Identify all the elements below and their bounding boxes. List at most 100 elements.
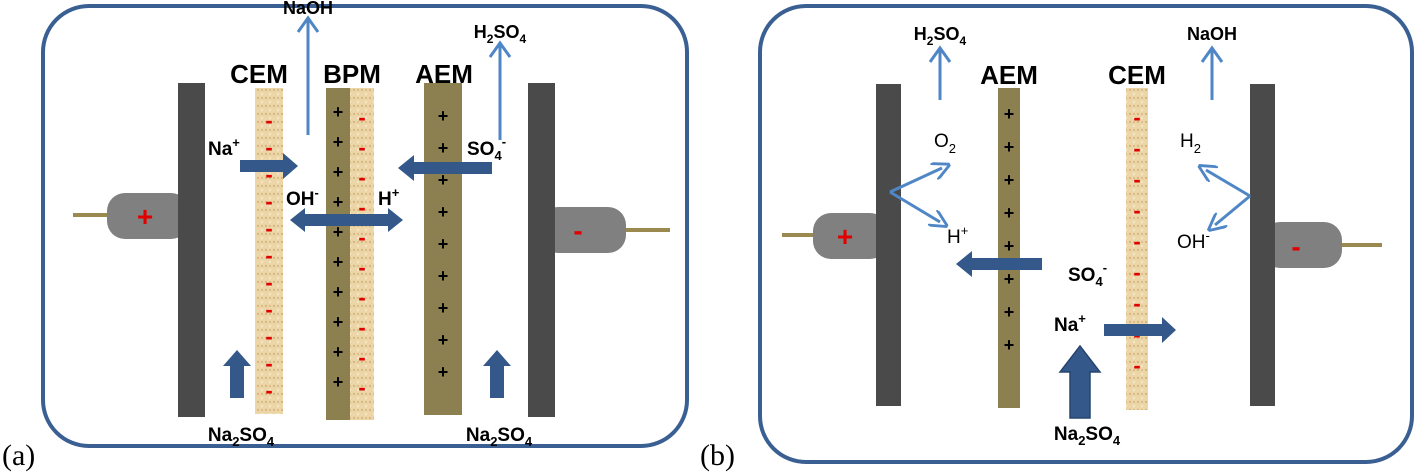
cem-charges-a: ----------- [265,108,272,403]
anode-o2-arrow [889,168,942,194]
cathode-oh-arrow [1215,194,1251,225]
feed-na2so4-left-a: Na2SO4 [208,425,275,449]
label-bpm: BPM [323,59,381,89]
bpm-fixed-charge-plus: + [333,252,344,272]
cathode-h2-arrow [1206,170,1251,198]
cem-fixed-charge: - [1133,105,1140,130]
bpm-fixed-charge-plus: + [333,282,344,302]
anode-electrode-b [876,84,901,406]
cathode-electrode-b [1250,84,1275,406]
bpm-fixed-charge-minus: - [358,165,365,190]
bpm-fixed-charge-plus: + [333,222,344,242]
aem-fixed-charge: + [1004,269,1015,289]
panel-a-frame [41,4,689,448]
aem-fixed-charge: + [1004,203,1015,223]
cem-fixed-charge: - [265,378,272,403]
ion-oh-b: OH- [1177,228,1210,253]
cathode-sign-b: - [1291,231,1300,262]
cem-fixed-charge: - [265,135,272,160]
aem-fixed-charge: + [1004,236,1015,256]
product-h2so4-a: H2SO4 [474,22,527,46]
feed-na2so4-b: Na2SO4 [1054,424,1121,448]
na-migration-arrow-a [240,153,298,179]
bpm-fixed-charge-plus: + [333,102,344,122]
label-aem-a: AEM [415,59,473,89]
bpm-anion-layer [326,88,350,420]
cem-fixed-charge: - [265,162,272,187]
so4-migration-arrow-b [956,251,1042,277]
cem-fixed-charge: - [1133,291,1140,316]
cem-fixed-charge: - [1133,167,1140,192]
aem-membrane-a [424,83,462,415]
anode-sign: + [137,201,153,232]
aem-charges-b: ++++++++ [1004,104,1015,355]
bpm-fixed-charge-plus: + [333,192,344,212]
cem-fixed-charge: - [265,189,272,214]
cem-fixed-charge: - [1133,136,1140,161]
cem-charges-b: --------- [1133,105,1140,378]
anode-connector [107,193,189,239]
aem-fixed-charge: + [438,266,449,286]
bpm-fixed-charge-minus: - [358,255,365,280]
bpm-fixed-charge-plus: + [333,372,344,392]
cem-fixed-charge: - [265,108,272,133]
aem-fixed-charge: + [1004,335,1015,355]
bpm-fixed-charge-minus: - [358,375,365,400]
feed-na2so4-right-a: Na2SO4 [466,425,533,449]
bpm-fixed-charge-minus: - [358,105,365,130]
aem-fixed-charge: + [438,170,449,190]
gas-o2: O2 [934,131,956,156]
aem-fixed-charge: + [1004,302,1015,322]
cathode-sign: - [573,215,582,246]
panel-a-tag: (a) [2,439,35,472]
ion-h-a: H+ [378,185,400,210]
aem-fixed-charge: + [438,298,449,318]
bpm-cation-layer [350,88,374,420]
aem-fixed-charge: + [438,362,449,382]
cem-fixed-charge: - [265,243,272,268]
bpm-water-split-arrow [290,208,403,232]
aem-fixed-charge: + [1004,137,1015,157]
product-naoh-a: NaOH [283,0,333,18]
cem-fixed-charge: - [265,351,272,376]
feed-arrow-b [1058,344,1102,419]
aem-charges-a: +++++++++ [438,106,449,382]
ion-so4-b: SO4- [1068,260,1107,289]
panel-a: + - ----------- ++++++++++---------- +++… [2,0,689,472]
bpm-fixed-charge-minus: - [358,285,365,310]
cem-fixed-charge: - [265,297,272,322]
anode-h-arrow [889,190,940,222]
bpm-fixed-charge-minus: - [358,345,365,370]
bpm-fixed-charge-plus: + [333,162,344,182]
cem-fixed-charge: - [1133,353,1140,378]
cem-fixed-charge: - [265,324,272,349]
label-cem-a: CEM [230,59,288,89]
cathode-connector-b [1262,222,1342,268]
bpm-fixed-charge-minus: - [358,315,365,340]
cem-membrane-a [255,88,283,414]
ion-oh-a: OH- [286,185,319,210]
anode-electrode [178,83,205,417]
aem-fixed-charge: + [1004,170,1015,190]
ion-so4-a: SO4- [467,134,506,163]
bpm-fixed-charge-plus: + [333,312,344,332]
ion-na-b: Na+ [1054,311,1086,336]
bpm-fixed-charge-plus: + [333,132,344,152]
feed-arrow-right-a [483,350,511,398]
aem-fixed-charge: + [438,202,449,222]
cem-fixed-charge: - [265,270,272,295]
bpm-fixed-charge-minus: - [358,135,365,160]
anode-connector-b [813,213,888,259]
label-aem-b: AEM [980,60,1038,90]
product-naoh-b: NaOH [1187,24,1237,44]
panel-b-tag: (b) [700,439,735,472]
cathode-electrode [528,83,555,417]
cem-fixed-charge: - [1133,198,1140,223]
aem-fixed-charge: + [438,234,449,254]
bpm-fixed-charge-minus: - [358,195,365,220]
label-cem-b: CEM [1108,60,1166,90]
bpm-fixed-charge-minus: - [358,225,365,250]
na-migration-arrow-b [1104,317,1176,343]
cem-fixed-charge: - [1133,260,1140,285]
